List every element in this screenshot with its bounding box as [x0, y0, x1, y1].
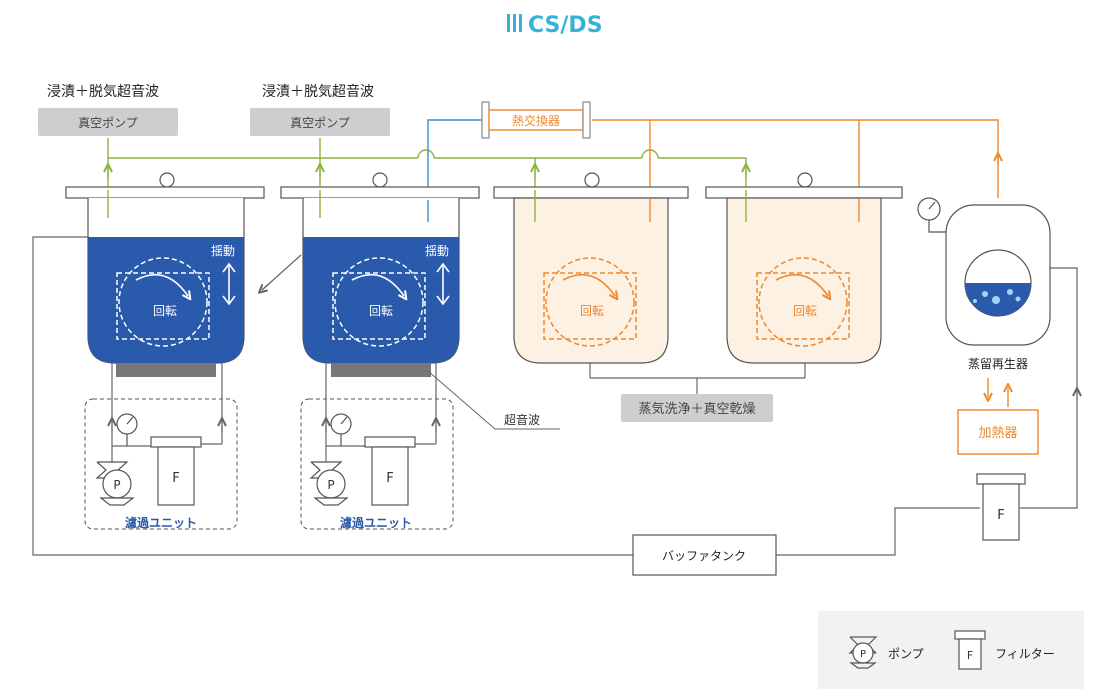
heat-exchanger-label: 熱交換器	[512, 113, 560, 128]
svg-text:P: P	[113, 478, 120, 492]
page-title: CS/DS	[528, 13, 603, 38]
filtration-unit-label-2: 濾過ユニット	[340, 515, 412, 530]
distiller	[917, 197, 1051, 346]
steam-wash-box	[621, 394, 773, 422]
immersion-tank-2: 回転 揺動	[280, 172, 480, 377]
immersion-tank-1: 回転 揺動	[65, 172, 265, 377]
steam-tank-2: 回転	[705, 172, 903, 364]
vacuum-pump-box-1	[38, 108, 178, 136]
svg-text:F: F	[997, 508, 1004, 523]
rotation-label-2: 回転	[369, 304, 393, 318]
legend-pump-label: ポンプ	[888, 647, 924, 661]
filtration-unit-2: F P 濾過ユニット	[300, 363, 454, 530]
buffer-tank-label: バッファタンク	[662, 549, 746, 563]
filtration-unit-label-1: 濾過ユニット	[125, 515, 197, 530]
svg-text:P: P	[327, 478, 334, 492]
rotation-label-3: 回転	[580, 304, 604, 318]
agitation-label-1: 揺動	[211, 244, 235, 258]
agitation-label-2: 揺動	[425, 244, 449, 258]
vacuum-pump-box-2	[250, 108, 390, 136]
return-line-2	[776, 507, 980, 556]
steam-wash-label: 蒸気洗浄＋真空乾燥	[638, 401, 755, 417]
buffer-tank-box	[632, 534, 777, 576]
vacuum-heading-1: 浸漬＋脱気超音波	[47, 83, 159, 100]
legend-filter-label: フィルター	[995, 647, 1055, 661]
filter-legend-icon	[954, 630, 986, 640]
svg-text:F: F	[172, 471, 179, 486]
title-logo	[507, 14, 522, 32]
rotation-label-1: 回転	[153, 304, 177, 318]
heat-exchanger: 熱交換器	[481, 101, 591, 139]
return-line	[32, 236, 633, 556]
steam-tank-1: 回転	[493, 172, 689, 364]
rotation-label-4: 回転	[793, 304, 817, 318]
vacuum-pump-label-1: 真空ポンプ	[78, 116, 138, 130]
distiller-filter: F	[976, 473, 1026, 541]
vacuum-pump-label-2: 真空ポンプ	[290, 116, 350, 130]
heater-box	[957, 409, 1039, 455]
svg-text:F: F	[386, 471, 393, 486]
distiller-label: 蒸留再生器	[968, 357, 1028, 371]
ultrasonic-label: 超音波	[504, 412, 540, 427]
heater-label: 加熱器	[978, 426, 1017, 441]
filtration-unit-1: F P 濾過ユニット	[84, 363, 238, 530]
legend: P ポンプ F フィルター	[818, 611, 1084, 689]
vacuum-heading-2: 浸漬＋脱気超音波	[262, 83, 374, 100]
svg-text:F: F	[967, 649, 973, 662]
svg-text:P: P	[860, 649, 866, 660]
